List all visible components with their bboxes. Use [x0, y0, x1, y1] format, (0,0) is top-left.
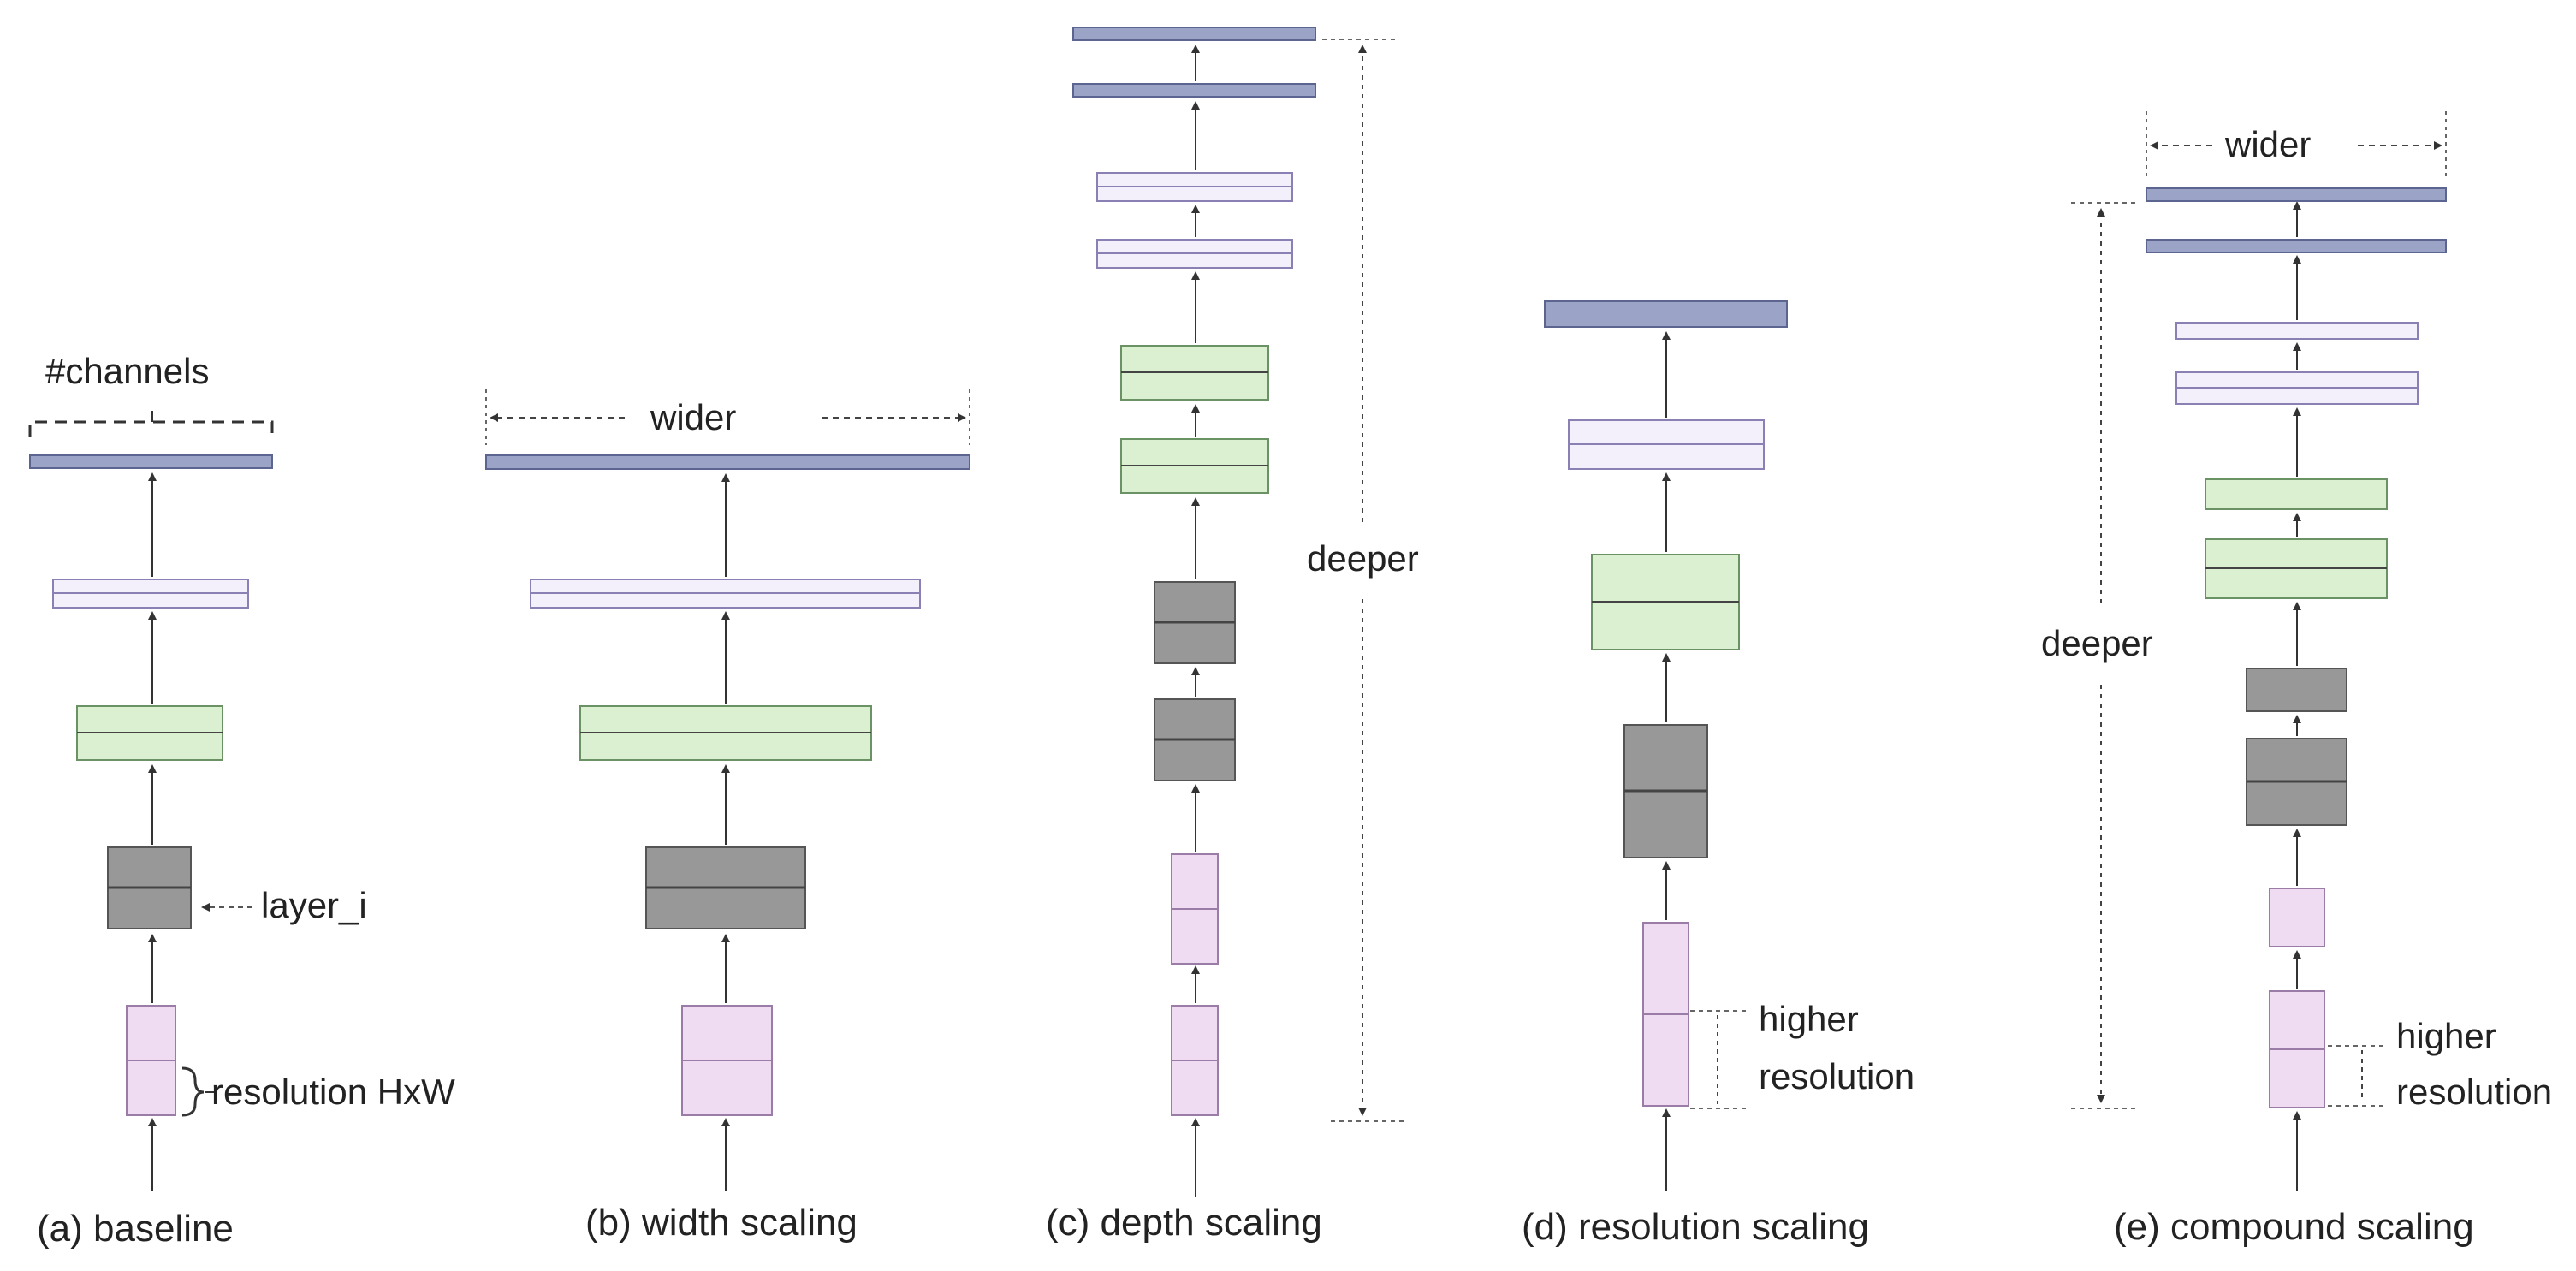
caption-b: (b) width scaling	[585, 1202, 858, 1244]
higher-label: higher	[2396, 1016, 2496, 1056]
layer-label: layer_i	[261, 885, 367, 925]
layer-green	[2205, 478, 2388, 510]
wider-label: wider	[2224, 124, 2311, 164]
layer-blue	[29, 454, 273, 469]
layer-pink	[2269, 888, 2325, 947]
layer-blue	[485, 454, 970, 470]
panel-c-depth-scaling: deeper (c) depth scaling	[1046, 27, 1419, 1244]
channels-bracket	[28, 420, 274, 437]
layer-blue	[2146, 187, 2447, 202]
higher-label: higher	[1759, 999, 1859, 1039]
layer-blue	[1544, 300, 1788, 328]
caption-a: (a) baseline	[37, 1208, 234, 1250]
panel-b-width-scaling: wider (b) width scaling	[485, 389, 970, 1244]
caption-c: (c) depth scaling	[1046, 1202, 1322, 1244]
caption-e: (e) compound scaling	[2114, 1206, 2474, 1248]
resolution-bracket	[181, 1066, 205, 1117]
layer-blue	[1072, 27, 1316, 41]
caption-d: (d) resolution scaling	[1522, 1206, 1869, 1248]
channels-label: #channels	[45, 351, 209, 391]
layer-blue	[2146, 239, 2447, 253]
resolution-label: resolution HxW	[211, 1072, 455, 1112]
layer-lavender	[2175, 322, 2419, 340]
deeper-label: deeper	[1307, 538, 1419, 579]
layer-blue	[1072, 83, 1316, 98]
resolution-word-label: resolution	[2396, 1072, 2552, 1112]
panel-d-resolution-scaling: higher resolution (d) resolution scaling	[1522, 300, 1914, 1248]
layer-gray	[2246, 668, 2347, 712]
wider-label: wider	[650, 397, 736, 437]
panel-a-baseline: #channels layer_i resolution HxW (a) bas…	[28, 351, 455, 1250]
resolution-word-label: resolution	[1759, 1056, 1914, 1096]
panel-e-compound-scaling: wider deeper higher resolution (e) compo…	[2041, 111, 2552, 1248]
deeper-label: deeper	[2041, 623, 2153, 663]
